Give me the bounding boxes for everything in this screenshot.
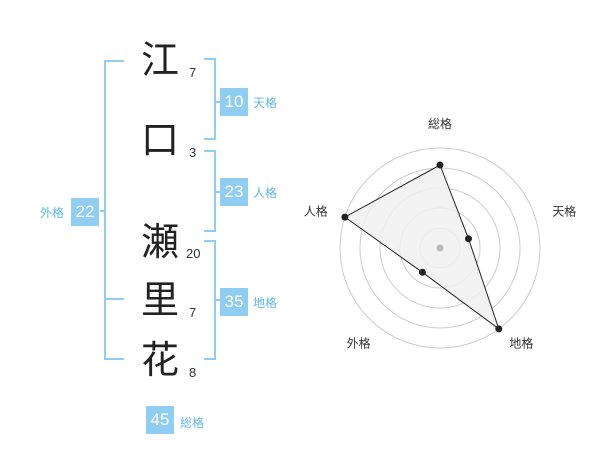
chi-kaku-label: 地格 [253,296,278,310]
stroke-count-3: 20 [186,246,201,261]
gai-kaku-value: 22 [71,198,99,226]
radar-point-1 [436,161,444,169]
chi-bracket-connector [214,299,222,301]
ten-kaku-value: 10 [220,88,248,116]
ten-kaku-label: 天格 [253,96,278,110]
gai-kaku-label: 外格 [40,206,65,220]
gai-bracket-connector [100,210,106,212]
name-char-5: 花 [140,338,179,382]
radar-center-point [436,244,444,252]
name-char-3: 瀬 [140,220,179,264]
radar-axis-label-2: 天格 [552,204,576,219]
chi-kaku-value: 35 [220,288,248,316]
sou-kaku-label: 総格 [180,416,205,430]
radar-point-5 [341,213,349,221]
stroke-count-2: 3 [189,145,197,160]
radar-axis-label-5: 人格 [304,204,328,219]
radar-point-4 [418,268,426,276]
radar-axis-label-3: 地格 [509,336,533,351]
gai-bracket-tick [104,298,124,300]
jin-kaku-label: 人格 [253,186,278,200]
radar-point-3 [495,325,503,333]
name-char-4: 里 [140,278,179,322]
radar-axis-label-1: 総格 [428,116,452,131]
radar-ring-5 [339,147,541,349]
name-char-1: 江 [140,38,179,82]
ten-bracket [204,58,216,140]
jin-bracket-connector [214,191,222,193]
stroke-count-4: 7 [189,305,197,320]
name-char-2: 口 [140,118,179,162]
ten-bracket-connector [214,101,222,103]
stroke-count-5: 8 [189,365,197,380]
radar-point-2 [465,235,472,243]
radar-axis-label-4: 外格 [347,336,371,351]
jin-kaku-value: 23 [220,178,248,206]
radar-polygon [343,164,500,331]
stroke-count-1: 7 [189,65,197,80]
sou-kaku-value: 45 [146,406,174,434]
